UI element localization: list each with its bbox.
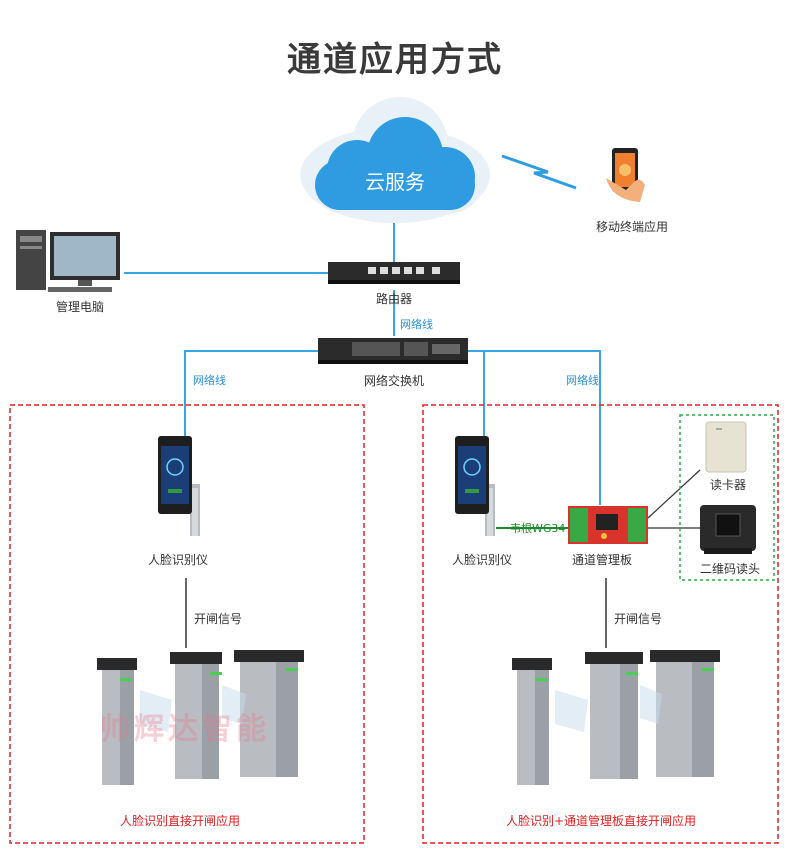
left-group-frame xyxy=(9,404,365,844)
card-reader-icon xyxy=(705,421,747,473)
board-label: 通道管理板 xyxy=(572,553,633,567)
left-face-device-label: 人脸识别仪 xyxy=(148,553,209,567)
page-title: 通道应用方式 xyxy=(287,40,503,80)
router-label: 路由器 xyxy=(376,292,413,306)
left-net-link-label: 网络线 xyxy=(193,374,226,387)
left-group-caption: 人脸识别直接开闸应用 xyxy=(120,814,241,828)
pc-icon xyxy=(16,230,120,292)
cloud-icon xyxy=(300,97,490,223)
left-net-line xyxy=(184,350,320,440)
right-group-frame xyxy=(422,404,779,844)
left-turnstiles-icon xyxy=(97,650,304,785)
router-icon xyxy=(328,262,460,284)
readers-frame xyxy=(679,414,775,581)
router-switch-link-label: 网络线 xyxy=(400,318,433,331)
wiegand-label: 韦根WG34 xyxy=(510,522,566,535)
wireless-signal-icon xyxy=(501,154,577,190)
pc-label: 管理电脑 xyxy=(56,300,105,314)
right-net-line xyxy=(468,350,485,440)
right-net-link-label: 网络线 xyxy=(566,374,599,387)
right-face-device-icon xyxy=(455,436,495,536)
cloud-label: 云服务 xyxy=(365,170,425,194)
right-signal-label: 开闸信号 xyxy=(614,612,663,626)
left-signal-label: 开闸信号 xyxy=(194,612,243,626)
qr-reader-icon xyxy=(700,505,756,554)
board-net-line xyxy=(468,350,601,505)
right-group-caption: 人脸识别+通道管理板直接开闸应用 xyxy=(506,814,697,828)
qr-reader-label: 二维码读头 xyxy=(700,562,761,576)
card-reader-label: 读卡器 xyxy=(710,478,747,492)
right-turnstiles-icon xyxy=(512,650,720,785)
right-face-device-label: 人脸识别仪 xyxy=(452,553,513,567)
mobile-label: 移动终端应用 xyxy=(596,220,669,234)
watermark: 帅辉达智能 xyxy=(100,712,270,747)
left-face-device-icon xyxy=(158,436,200,536)
switch-label: 网络交换机 xyxy=(364,374,425,388)
channel-board-icon xyxy=(568,506,648,544)
board-reader-line xyxy=(647,469,701,519)
network-switch-icon xyxy=(318,338,468,364)
mobile-phone-icon xyxy=(606,148,645,202)
